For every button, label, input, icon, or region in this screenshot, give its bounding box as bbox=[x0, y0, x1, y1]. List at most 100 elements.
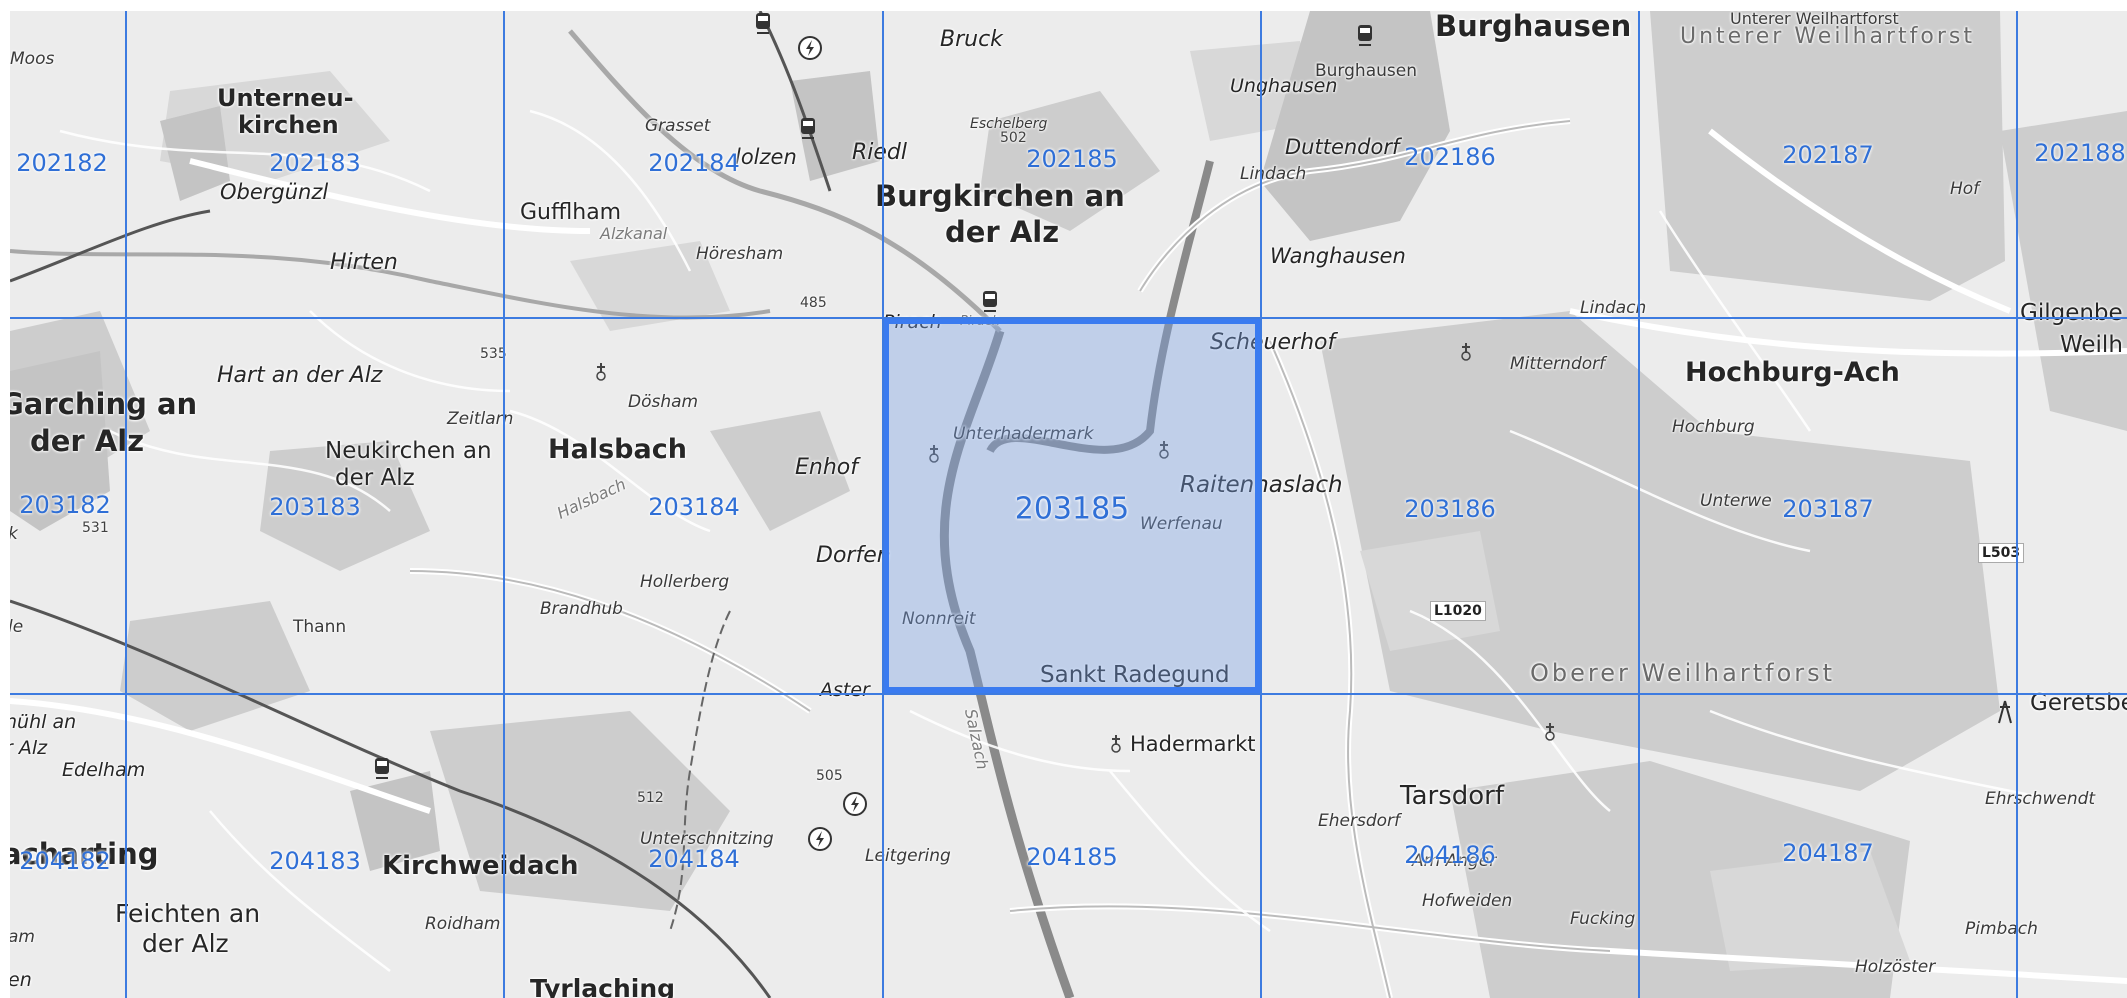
grid-line-vertical bbox=[882, 11, 884, 998]
grid-cell-label[interactable]: 204183 bbox=[269, 847, 361, 875]
place-pimbach: Pimbach bbox=[1965, 919, 2038, 939]
church-icon bbox=[1111, 735, 1121, 753]
place-dosham: Dösham bbox=[628, 392, 699, 412]
place-grasset: Grasset bbox=[645, 116, 711, 136]
place-hochburg-ach: Hochburg-Ach bbox=[1685, 357, 1900, 388]
grid-cell-label[interactable]: 203183 bbox=[269, 493, 361, 521]
place-halsbach: Halsbach bbox=[548, 434, 687, 465]
grid-cell-label[interactable]: 203186 bbox=[1404, 495, 1496, 523]
place-bruck: Bruck bbox=[940, 27, 1003, 52]
place-roidham: Roidham bbox=[425, 914, 501, 934]
elevation-485: 485 bbox=[800, 295, 827, 311]
place-oberer-weilhartforst: Oberer Weilhartforst bbox=[1530, 659, 1836, 687]
place-en-left: en bbox=[10, 969, 32, 991]
tower-icon bbox=[1998, 700, 2012, 724]
place-hart: Hart an der Alz bbox=[217, 363, 383, 388]
place-neukirchen-2: der Alz bbox=[335, 465, 415, 491]
place-obergunzl: Obergünzl bbox=[220, 180, 329, 204]
grid-cell-label[interactable]: 203187 bbox=[1782, 495, 1874, 523]
place-dorfen: Dorfen bbox=[816, 543, 891, 568]
grid-line-vertical bbox=[2016, 11, 2018, 998]
grid-cell-label[interactable]: 203184 bbox=[648, 493, 740, 521]
grid-cell-label[interactable]: 202186 bbox=[1404, 143, 1496, 171]
grid-cell-label[interactable]: 204185 bbox=[1026, 843, 1118, 871]
grid-cell-label[interactable]: 202183 bbox=[269, 149, 361, 177]
place-moos: Moos bbox=[10, 49, 55, 69]
place-wanghausen: Wanghausen bbox=[1270, 244, 1406, 268]
basemap-terrain bbox=[10, 11, 2127, 998]
place-garching-1: Garching an bbox=[10, 387, 198, 421]
place-lindach-1: Lindach bbox=[1240, 164, 1307, 184]
place-zeitlarn: Zeitlarn bbox=[447, 409, 514, 429]
grid-cell-label[interactable]: 202188 bbox=[2034, 139, 2126, 167]
place-unterneukirchen-2: kirchen bbox=[238, 111, 339, 139]
place-unterwe: Unterwe bbox=[1700, 491, 1772, 511]
elevation-535: 535 bbox=[480, 346, 507, 362]
train-station-icon bbox=[983, 291, 997, 312]
place-thann: Thann bbox=[293, 617, 347, 637]
place-werfenau: Werfenau bbox=[1140, 514, 1223, 534]
map-viewport[interactable]: Burghausen Burghausen Unterer Weilhartfo… bbox=[10, 11, 2127, 998]
grid-cell-label[interactable]: 204186 bbox=[1404, 841, 1496, 869]
place-holzoster: Holzöster bbox=[1855, 957, 1936, 977]
place-lindach-2: Lindach bbox=[1580, 298, 1647, 318]
grid-line-horizontal bbox=[10, 317, 2127, 319]
place-tyrlaching: Tyrlaching bbox=[530, 974, 676, 998]
place-burghausen-small: Burghausen bbox=[1315, 61, 1417, 81]
grid-line-vertical bbox=[1260, 11, 1262, 998]
grid-cell-label[interactable]: 204182 bbox=[19, 847, 111, 875]
place-hirten: Hirten bbox=[330, 250, 398, 275]
grid-line-vertical bbox=[125, 11, 127, 998]
place-hofweiden: Hofweiden bbox=[1422, 891, 1513, 911]
grid-cell-label[interactable]: 202185 bbox=[1026, 145, 1118, 173]
place-unterer-weilhartforst: Unterer Weilhartforst bbox=[1680, 24, 1975, 49]
grid-line-vertical bbox=[1638, 11, 1640, 998]
place-unterer-weilhartforst-top: Unterer Weilhartforst bbox=[1730, 11, 1899, 28]
grid-cell-label-selected[interactable]: 203185 bbox=[1014, 491, 1130, 527]
church-icon bbox=[1159, 441, 1169, 459]
place-fucking: Fucking bbox=[1570, 909, 1636, 929]
place-ehrschwendt: Ehrschwendt bbox=[1985, 789, 2096, 809]
grid-cell-label[interactable]: 202184 bbox=[648, 149, 740, 177]
place-neukirchen-1: Neukirchen an bbox=[325, 438, 492, 464]
power-plant-icon bbox=[798, 36, 822, 60]
forest-areas bbox=[10, 11, 2127, 998]
place-feichten-2: der Alz bbox=[142, 929, 229, 958]
place-hof: Hof bbox=[1950, 179, 1980, 199]
place-am-left: am bbox=[10, 927, 35, 947]
place-enhof: Enhof bbox=[795, 455, 858, 480]
place-unterneukirchen-1: Unterneu- bbox=[217, 84, 354, 112]
place-mitterndorf: Mitterndorf bbox=[1510, 354, 1606, 374]
elevation-502: 502 bbox=[1000, 130, 1027, 146]
church-icon bbox=[1545, 723, 1555, 741]
grid-cell-label[interactable]: 202182 bbox=[16, 149, 108, 177]
church-icon bbox=[929, 445, 939, 463]
place-aster: Aster bbox=[820, 679, 870, 701]
place-weilh: Weilh bbox=[2060, 332, 2123, 358]
grid-line-horizontal bbox=[10, 693, 2127, 695]
place-hadermarkt: Hadermarkt bbox=[1130, 732, 1256, 756]
place-hollerberg: Hollerberg bbox=[640, 572, 730, 592]
train-station-icon bbox=[801, 118, 815, 139]
place-burgkirchen-1: Burgkirchen an bbox=[875, 179, 1125, 213]
place-gilgenberg: Gilgenbe bbox=[2020, 300, 2123, 326]
place-am-anger: Am Anger bbox=[1412, 851, 1497, 871]
place-riedl: Riedl bbox=[852, 140, 908, 165]
grid-cell-label[interactable]: 202187 bbox=[1782, 141, 1874, 169]
place-unghausen: Unghausen bbox=[1230, 75, 1338, 97]
train-station-icon bbox=[1358, 25, 1372, 46]
place-sankt-radegund: Sankt Radegund bbox=[1040, 662, 1230, 688]
place-nonnreit: Nonnreit bbox=[902, 609, 976, 629]
train-station-icon bbox=[756, 13, 770, 34]
grid-cell-label[interactable]: 204187 bbox=[1782, 839, 1874, 867]
elevation-505: 505 bbox=[816, 768, 843, 784]
place-burghausen: Burghausen bbox=[1435, 11, 1632, 43]
elevation-512: 512 bbox=[637, 790, 664, 806]
grid-cell-label[interactable]: 204184 bbox=[648, 845, 740, 873]
place-feichten-1: Feichten an bbox=[115, 899, 261, 928]
place-unterhadermark: Unterhadermark bbox=[953, 424, 1094, 444]
grid-cell-label[interactable]: 203182 bbox=[19, 491, 111, 519]
place-gufflham: Gufflham bbox=[520, 200, 622, 225]
selected-grid-cell[interactable] bbox=[883, 318, 1261, 693]
place-kirchweidach: Kirchweidach bbox=[382, 851, 579, 881]
